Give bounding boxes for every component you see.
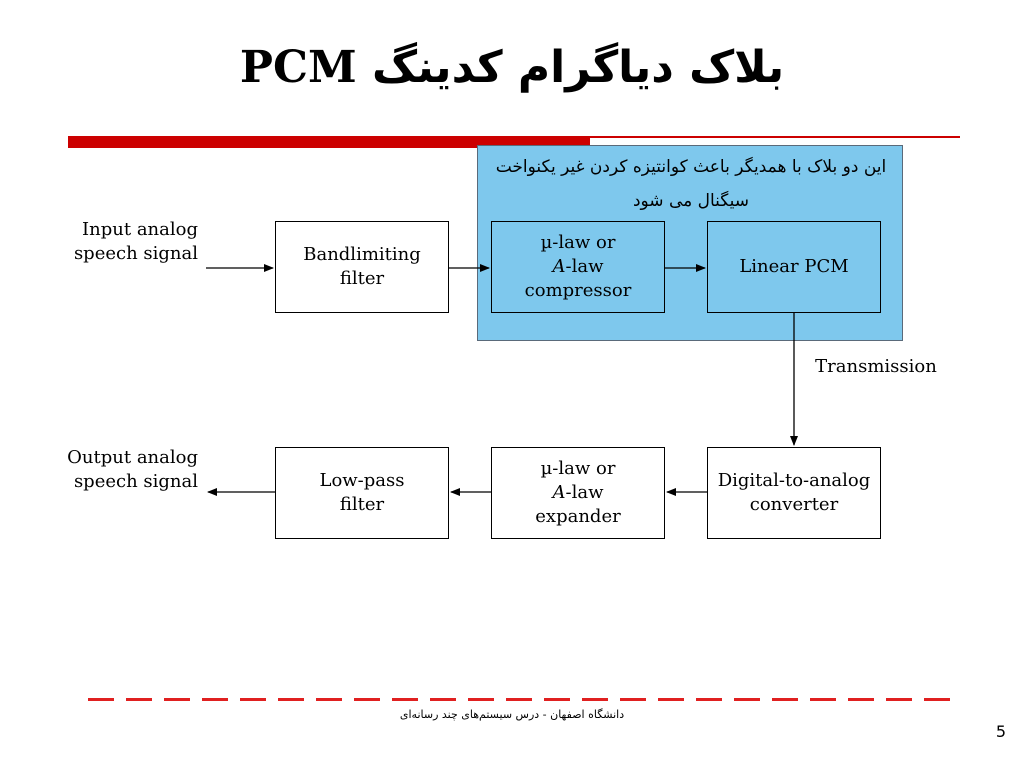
title-underline-line <box>590 136 960 138</box>
highlight-note: این دو بلاک با همدیگر باعث کوانتیزه کردن… <box>495 157 887 211</box>
expander-line2: A-law <box>552 482 604 503</box>
compressor-line2: A-law <box>552 256 604 277</box>
bandlimiting-filter-block: Bandlimiting filter <box>275 221 449 313</box>
footer-dashed-line <box>88 698 958 701</box>
expander-block: µ-law or A-law expander <box>491 447 665 539</box>
output-label: Output analog speech signal <box>67 447 198 492</box>
slide-title: PCM بلاک دیاگرام کدینگ <box>0 42 1024 93</box>
compressor-line1: µ-law or <box>540 232 616 253</box>
expander-line1: µ-law or <box>540 458 616 479</box>
dac-label: Digital-to-analog converter <box>717 470 871 515</box>
page-number: 5 <box>995 722 1006 741</box>
title-persian: بلاک دیاگرام کدینگ <box>372 42 785 93</box>
linear-pcm-block: Linear PCM <box>707 221 881 313</box>
bandlimiting-filter-label: Bandlimiting filter <box>303 244 421 289</box>
input-label: Input analog speech signal <box>73 219 198 264</box>
lowpass-filter-block: Low-pass filter <box>275 447 449 539</box>
lowpass-filter-label: Low-pass filter <box>319 470 405 515</box>
compressor-line3: compressor <box>524 280 632 301</box>
linear-pcm-label: Linear PCM <box>739 256 849 277</box>
footer-text: دانشگاه اصفهان - درس سیستم‌های چند رسانه… <box>399 708 625 721</box>
compressor-block: µ-law or A-law compressor <box>491 221 665 313</box>
title-underline-bar <box>68 136 590 148</box>
transmission-label: Transmission <box>815 356 937 377</box>
title-latin: PCM <box>239 42 357 93</box>
expander-line3: expander <box>535 506 621 527</box>
dac-block: Digital-to-analog converter <box>707 447 881 539</box>
